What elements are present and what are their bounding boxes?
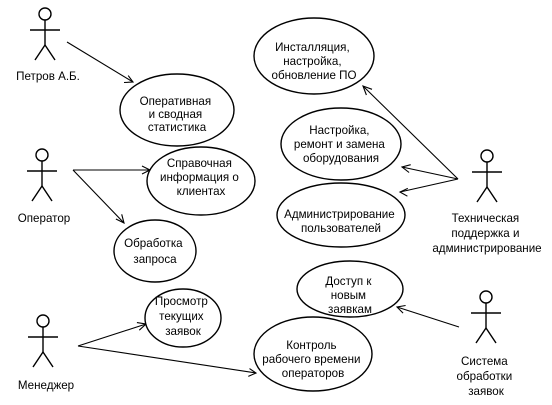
actor-labels: Петров А.Б. Оператор Менеджер Техническа…	[16, 70, 542, 398]
use-case-stats-ellipse	[119, 73, 235, 147]
use-case-repair-label: Настройка, ремонт и замена оборудования	[294, 124, 388, 165]
association-tech-admin	[399, 178, 459, 193]
use-cases	[113, 17, 406, 392]
arrowhead-install	[362, 85, 373, 96]
use-case-install-ellipse	[253, 17, 375, 95]
association-system-access	[396, 306, 460, 328]
arrowhead-repair	[400, 164, 411, 173]
use-case-worktime-ellipse	[253, 316, 373, 392]
actor-manager-label: Менеджер	[18, 379, 74, 392]
association-manager-view	[77, 323, 147, 347]
use-case-install-label: Инсталляция, настройка, обновление ПО	[272, 41, 357, 82]
use-case-admin-ellipse	[276, 182, 406, 248]
use-case-access-label: Доступ к новым заявкам	[325, 275, 374, 316]
actor-petrov-figure	[30, 7, 60, 61]
association-petrov-stats	[66, 41, 134, 83]
use-case-labels: Оперативная и сводная статистика Справоч…	[124, 41, 398, 380]
use-case-worktime-label: Контроль рабочего времени операторов	[262, 339, 363, 380]
arrowhead-admin	[398, 187, 409, 197]
actor-tech-figure	[472, 149, 502, 203]
actor-system-figure	[471, 290, 501, 344]
actor-tech-label: Техническая поддержка и администрировани…	[432, 212, 541, 255]
actor-operator-figure	[27, 148, 57, 202]
arrowhead-request	[115, 214, 125, 225]
association-manager-worktime	[77, 345, 257, 374]
use-case-admin-label: Администрирование пользователей	[284, 208, 398, 235]
use-case-request-ellipse	[113, 219, 197, 283]
use-case-view-ellipse	[144, 288, 222, 348]
use-case-clients-ellipse	[146, 146, 256, 216]
association-operator-request	[72, 169, 125, 224]
association-tech-repair	[401, 166, 459, 180]
arrowhead-access	[395, 304, 406, 314]
association-tech-install	[362, 85, 459, 180]
actor-petrov-label: Петров А.Б.	[16, 70, 80, 83]
associations	[66, 41, 460, 374]
actor-operator-label: Оператор	[18, 212, 70, 225]
use-case-view-label: Просмотр текущих заявок	[155, 295, 211, 338]
use-case-access-ellipse	[296, 260, 404, 318]
arrowhead-worktime	[248, 368, 258, 377]
actor-system-label: Система обработки заявок	[457, 355, 516, 398]
use-case-repair-ellipse	[280, 107, 402, 181]
use-case-clients-label: Справочная информация о клиентах	[160, 157, 242, 198]
use-case-request-label: Обработка запроса	[124, 237, 186, 266]
arrowhead-stats	[123, 75, 135, 84]
actor-manager-figure	[28, 314, 58, 368]
use-case-stats-label: Оперативная и сводная статистика	[140, 95, 215, 134]
